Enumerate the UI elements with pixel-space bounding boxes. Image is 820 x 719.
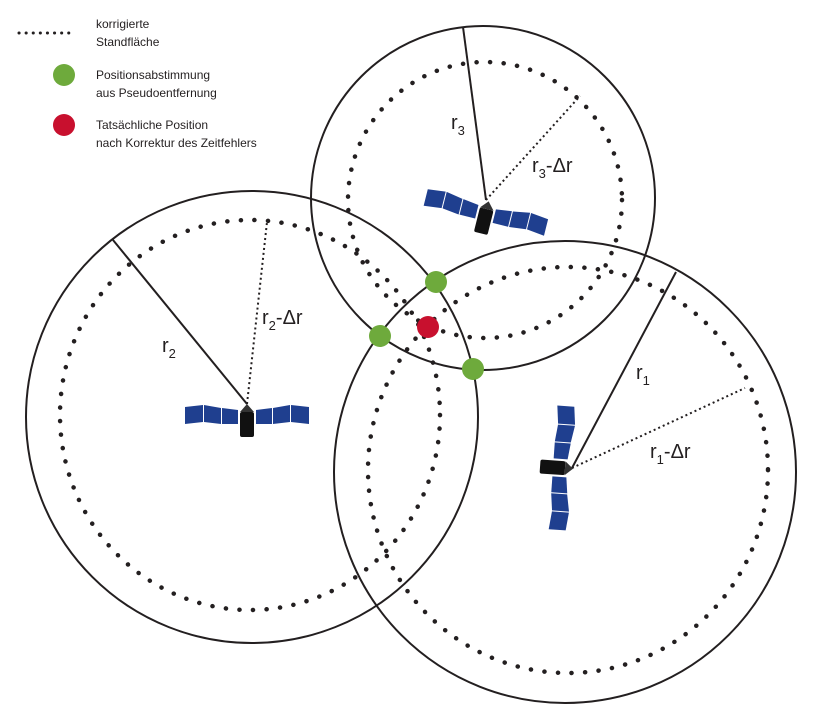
pseudorange-circle-1 — [333, 240, 797, 704]
true-position-marker — [417, 316, 439, 338]
legend-item-3-line2: nach Korrektur des Zeitfehlers — [96, 136, 257, 150]
legend-item-1-line1: korrigierte — [96, 17, 150, 31]
satellite-1-group: r1 r1-Δr — [333, 240, 797, 704]
legend-item-1-line2: Standfläche — [96, 35, 160, 49]
label-r3-corrected: r3-Δr — [532, 155, 573, 181]
satellite-1-icon — [535, 404, 578, 531]
corrected-radius-line-r3 — [485, 95, 581, 201]
pseudorange-circle-2 — [25, 190, 479, 644]
pseudorange-intersection-right — [462, 358, 484, 380]
corrected-circle-1 — [365, 264, 771, 676]
label-r1: r1 — [636, 362, 650, 388]
pseudorange-intersection-top — [425, 271, 447, 293]
radius-line-r3 — [462, 26, 487, 201]
corrected-circle-3 — [345, 59, 625, 341]
legend-red-dot — [53, 114, 75, 136]
satellite-2-icon — [185, 404, 309, 437]
label-r1-corrected: r1-Δr — [650, 441, 691, 467]
legend-green-dot — [53, 64, 75, 86]
pseudorange-intersection-left — [369, 325, 391, 347]
legend: korrigierte Standfläche Positionsabstimm… — [17, 17, 257, 150]
position-markers — [369, 271, 484, 380]
satellite-3-group: r3 r3-Δr — [310, 25, 656, 371]
legend-item-3-line1: Tatsächliche Position — [96, 118, 208, 132]
corrected-radius-line-r2 — [246, 221, 268, 405]
corrected-radius-line-r1 — [571, 387, 746, 469]
label-r3: r3 — [451, 112, 465, 138]
label-r2: r2 — [162, 335, 176, 361]
radius-line-r2 — [112, 239, 248, 405]
pseudorange-circle-3 — [310, 25, 656, 371]
legend-item-2-line2: aus Pseudoentfernung — [96, 86, 217, 100]
satellite-2-group: r2 r2-Δr — [25, 190, 479, 644]
corrected-circle-2 — [57, 217, 443, 613]
legend-item-2-line1: Positionsabstimmung — [96, 68, 210, 82]
label-r2-corrected: r2-Δr — [262, 307, 303, 333]
radius-line-r1 — [571, 271, 677, 469]
